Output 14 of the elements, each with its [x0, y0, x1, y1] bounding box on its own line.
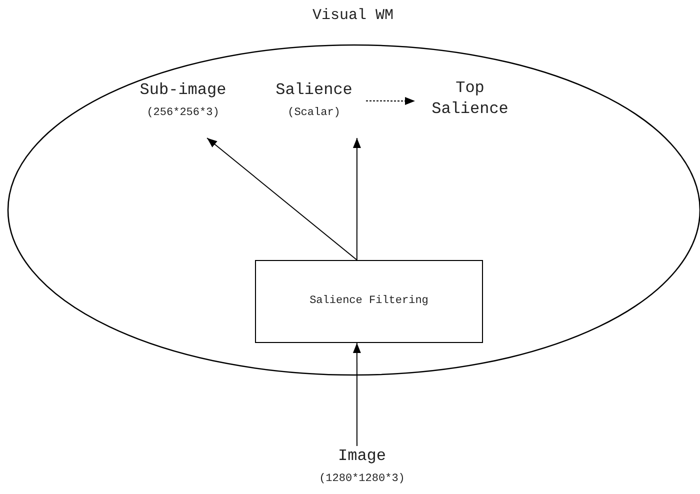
arrow [206, 138, 358, 260]
node-label: Salience [274, 80, 354, 101]
arrow [352, 342, 361, 446]
dimension-note: (Scalar) [286, 106, 342, 120]
node-label: Top Salience [430, 78, 510, 120]
dimension-note: (256*256*3) [146, 106, 220, 120]
dimension-note: (1280*1280*3) [318, 472, 406, 486]
arrow [352, 138, 361, 260]
process-box [255, 260, 483, 343]
node-label: Sub-image [138, 80, 228, 101]
node-label: Image [336, 446, 387, 467]
node-label: Salience Filtering [308, 294, 430, 309]
region-title: Visual WM [311, 6, 394, 26]
arrow [366, 96, 416, 105]
